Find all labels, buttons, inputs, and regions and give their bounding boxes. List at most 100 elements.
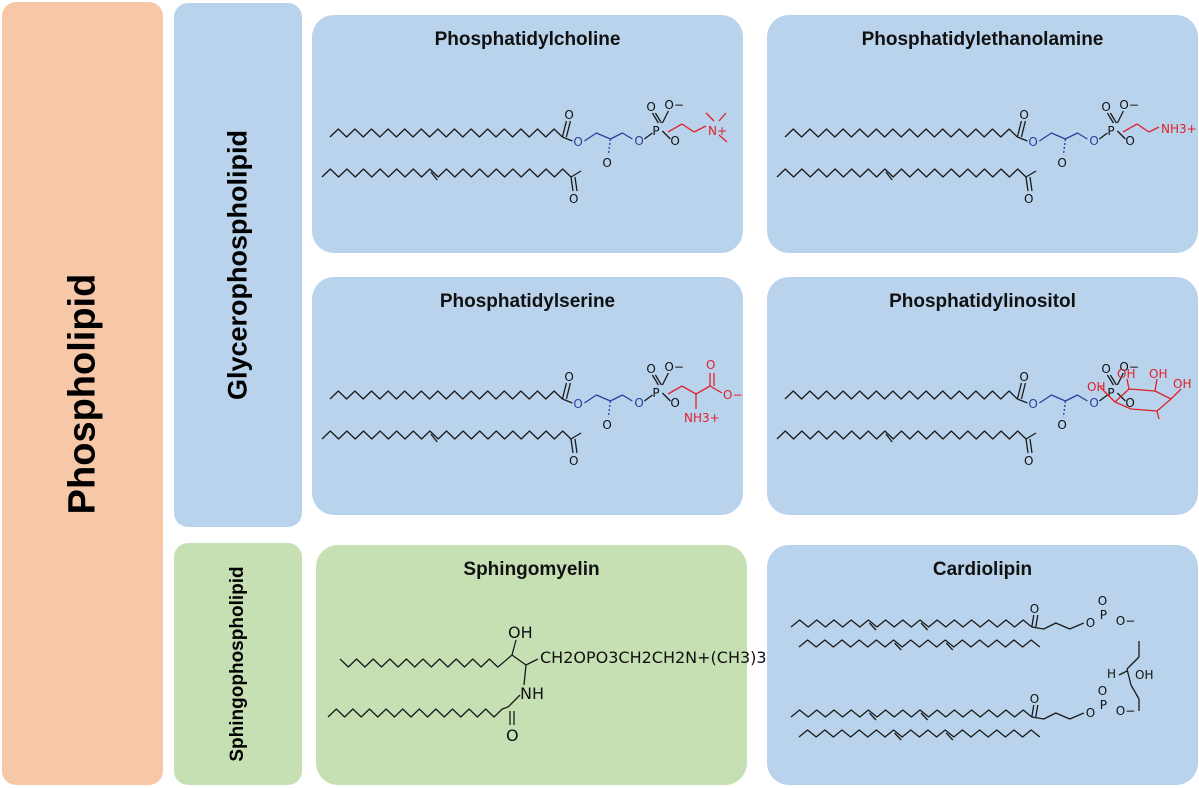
phosphate-ester-o: O: [1125, 134, 1134, 148]
phosphorus: P: [652, 386, 659, 400]
glycerol-backbone: [584, 394, 633, 404]
sn2-carbonyl-o: O: [569, 192, 578, 206]
cl-acyl-chain: [798, 729, 1041, 738]
sphingophospholipid-label: Sphingophospholipid: [227, 566, 248, 762]
cl-phosphate-o-minus: O−: [1116, 614, 1136, 628]
sn2-carbonyl-o: O: [569, 454, 578, 468]
cl-acyl-chain: [798, 639, 1041, 648]
cl-glycerol: [1031, 622, 1085, 630]
sm-amide-nh: NH: [520, 684, 544, 703]
sm-carbonyl-o: O: [506, 726, 519, 745]
pi-hydroxyl-1: OH: [1087, 380, 1105, 394]
phosphate-ester-o: O: [1125, 396, 1134, 410]
cl-phosphate-o: O: [1098, 594, 1107, 608]
sn2-ester-o: O: [602, 418, 611, 432]
pi-hydroxyl-2: OH: [1117, 367, 1135, 381]
acyl-chain-unsaturated: [321, 168, 572, 178]
sphingomyelin-title: Sphingomyelin: [463, 559, 600, 580]
ester-carbonyl-o: O: [564, 370, 573, 384]
phospholipid-panel: Phospholipid: [2, 2, 163, 785]
acyl-chain-unsaturated: [321, 430, 572, 440]
acyl-chain-saturated: [329, 390, 563, 400]
sn2-ester-o: O: [1057, 156, 1066, 170]
cl-phosphate-bridge-o: O: [1086, 706, 1095, 720]
phosphorus: P: [1107, 386, 1114, 400]
cl-glycerol: [1031, 712, 1085, 720]
ester-carbonyl-o: O: [564, 108, 573, 122]
ps-amine: NH3+: [684, 411, 720, 425]
phosphate-ester-o: O: [670, 134, 679, 148]
sn2-carbonyl-o: O: [1024, 454, 1033, 468]
ester-o: O: [573, 135, 582, 149]
ps-carboxylate: O−: [723, 388, 743, 402]
phosphate-o-minus: O−: [1119, 360, 1139, 374]
sphingomyelin-structure: OH CH2OPO3CH2CH2N+(CH3)3 NH O: [327, 623, 767, 745]
acyl-chain-saturated: [329, 128, 563, 138]
pe-amine: NH3+: [1161, 122, 1197, 136]
cl-carbonyl-o: O: [1030, 692, 1039, 706]
cl-carbonyl-o: O: [1030, 602, 1039, 616]
phospholipid-label: Phospholipid: [61, 273, 103, 514]
ester-carbonyl-o: O: [1019, 108, 1028, 122]
cardiolipin-title: Cardiolipin: [932, 559, 1033, 580]
pi-hydroxyl-4: OH: [1173, 377, 1191, 391]
cl-phosphate-bridge-o: O: [1086, 616, 1095, 630]
phosphate-o-minus: O−: [664, 98, 684, 112]
glycerol-backbone: [1039, 132, 1088, 142]
phosphate-bridge-o: O: [1089, 396, 1098, 410]
phosphate-o: O: [646, 100, 655, 114]
sn2-ester-o: O: [602, 156, 611, 170]
phosphate-o-minus: O−: [1119, 98, 1139, 112]
sm-head-formula: CH2OPO3CH2CH2N+(CH3)3: [540, 648, 767, 667]
cl-central-oh: OH: [1135, 668, 1153, 682]
acyl-chain-unsaturated: [776, 430, 1027, 440]
phosphatidylcholine-title: Phosphatidylcholine: [434, 29, 621, 50]
phosphate-bridge-o: O: [1089, 134, 1098, 148]
cl-phosphorus: P: [1100, 698, 1107, 712]
phosphatidylinositol-title: Phosphatidylinositol: [889, 291, 1076, 312]
cl-acyl-chain: [790, 619, 1033, 628]
acyl-chain-unsaturated: [776, 168, 1027, 178]
cl-acyl-chain: [790, 709, 1033, 718]
cl-phosphate-o: O: [1098, 684, 1107, 698]
sphingomyelin-card: Sphingomyelin OH CH2OPO3CH2CH2N+(CH3)3 N…: [316, 545, 767, 785]
acyl-chain-saturated: [784, 128, 1018, 138]
phosphatidylserine-title: Phosphatidylserine: [439, 291, 616, 312]
phosphate-o-minus: O−: [664, 360, 684, 374]
ester-o: O: [573, 397, 582, 411]
cl-phosphorus: P: [1100, 608, 1107, 622]
sn2-ester-o: O: [1057, 418, 1066, 432]
sphingophospholipid-panel: Sphingophospholipid: [174, 543, 302, 785]
phosphate-ester-o: O: [670, 396, 679, 410]
glycerol-backbone: [1039, 394, 1088, 404]
phosphorus: P: [1107, 124, 1114, 138]
phosphate-o: O: [646, 362, 655, 376]
ester-carbonyl-o: O: [1019, 370, 1028, 384]
pi-hydroxyl-3: OH: [1149, 367, 1167, 381]
acyl-chain-saturated: [784, 390, 1018, 400]
pc-nitrogen: N+: [708, 124, 727, 138]
ester-o: O: [1028, 135, 1037, 149]
phosphate-o: O: [1101, 100, 1110, 114]
cl-central-h: H: [1107, 667, 1116, 681]
ester-o: O: [1028, 397, 1037, 411]
ps-carbonyl-o: O: [706, 358, 715, 372]
sn2-carbonyl-o: O: [1024, 192, 1033, 206]
phosphorus: P: [652, 124, 659, 138]
glycerol-backbone: [584, 132, 633, 142]
phosphate-bridge-o: O: [634, 134, 643, 148]
sm-hydroxyl: OH: [508, 623, 533, 642]
phosphate-bridge-o: O: [634, 396, 643, 410]
glycerophospholipid-panel: Glycerophospholipid: [174, 3, 302, 527]
cl-phosphate-o-minus: O−: [1116, 704, 1136, 718]
